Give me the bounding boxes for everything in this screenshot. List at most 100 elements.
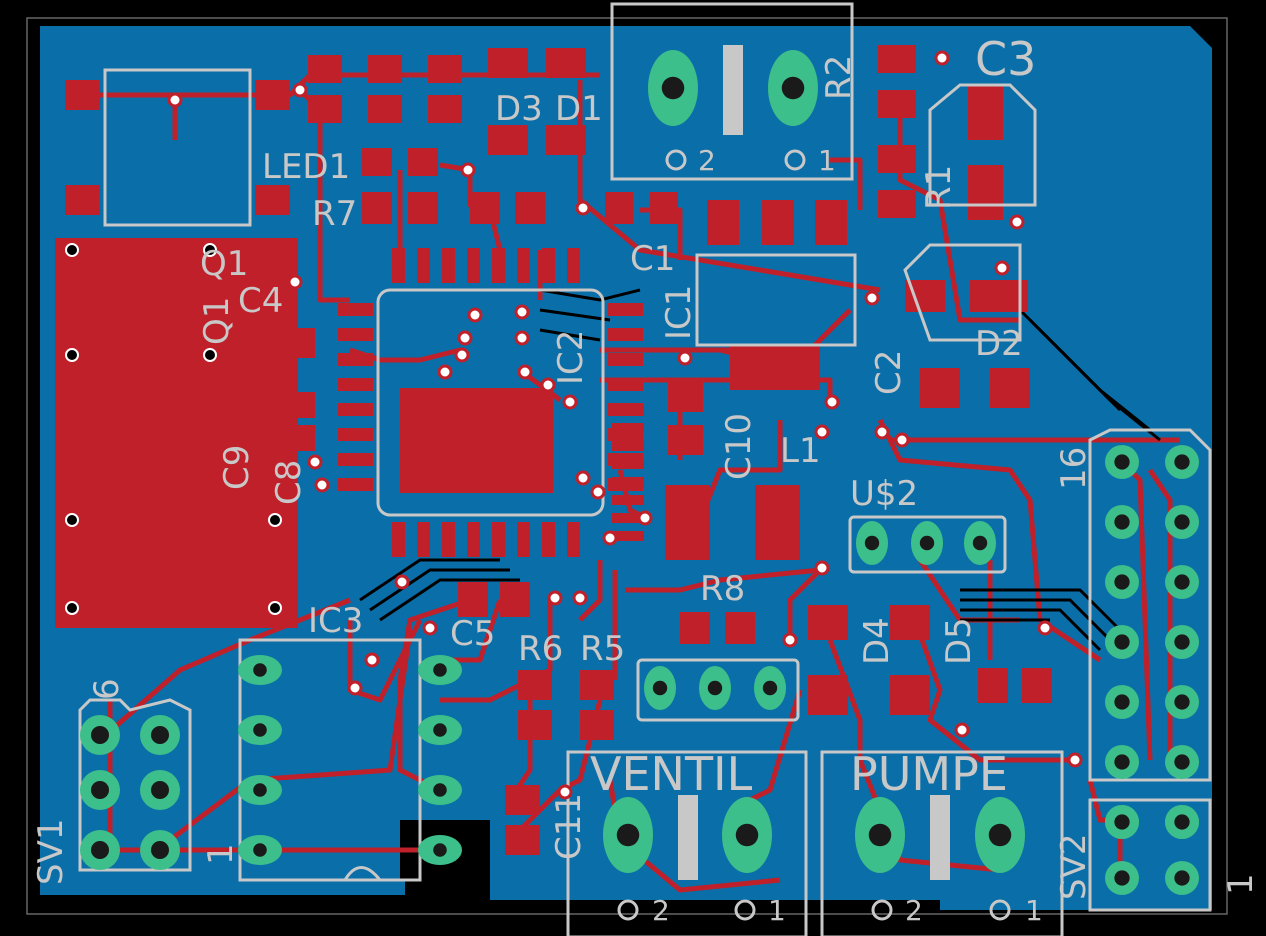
via <box>547 590 563 606</box>
qfp-pin <box>608 378 643 391</box>
qfp-pin <box>338 478 373 491</box>
drill-hole <box>735 823 759 847</box>
qfp-pin <box>338 428 373 441</box>
via <box>364 652 380 668</box>
via <box>514 330 530 346</box>
thru-hole-pads <box>65 45 1199 895</box>
terminal-pumpe-pin1: 1 <box>1025 894 1043 927</box>
soic-pin <box>612 495 644 505</box>
soic-pin <box>612 405 644 415</box>
silkscreen-outlines <box>78 2 1212 936</box>
drill-hole <box>864 535 880 551</box>
label-c10: C10 <box>719 413 759 480</box>
terminal-markers <box>617 149 1011 921</box>
drill-hole <box>433 843 447 857</box>
soic-pin <box>612 477 644 487</box>
via <box>1037 620 1053 636</box>
qfp-pin <box>338 303 373 316</box>
label-q1: Q1 <box>197 297 237 345</box>
via <box>677 350 693 366</box>
via <box>874 424 890 440</box>
via <box>590 484 606 500</box>
label-c1: C1 <box>630 239 675 279</box>
terminal-top-pin2: 2 <box>698 144 716 177</box>
drill-hole <box>1114 754 1130 770</box>
soic-pin <box>612 459 644 469</box>
label-r1: R1 <box>919 165 959 210</box>
drill-hole <box>1174 454 1190 470</box>
ic1-soic-pins <box>612 405 644 541</box>
label-ic1: IC1 <box>659 285 699 340</box>
via <box>457 330 473 346</box>
label-pin6: 6 <box>87 678 127 700</box>
label-d3: D3 <box>495 89 543 129</box>
via <box>562 394 578 410</box>
via <box>540 377 556 393</box>
drill-hole <box>91 781 109 799</box>
via <box>824 394 840 410</box>
via <box>454 347 470 363</box>
drill-hole <box>988 823 1012 847</box>
label-c8: C8 <box>269 460 309 505</box>
label-r7: R7 <box>312 194 357 234</box>
via <box>307 454 323 470</box>
mount-hole <box>65 348 79 362</box>
label-r2: R2 <box>819 55 859 100</box>
qfp-pin <box>338 403 373 416</box>
drill-hole <box>1114 454 1130 470</box>
smd-pads <box>65 45 1052 855</box>
label-ventil: VENTIL <box>590 747 753 801</box>
via <box>467 307 483 323</box>
label-c5: C5 <box>450 614 495 654</box>
label-pumpe: PUMPE <box>850 747 1008 801</box>
drill-hole <box>616 823 640 847</box>
soic-pin <box>612 531 644 541</box>
drill-hole <box>972 535 988 551</box>
via <box>1067 752 1083 768</box>
via <box>954 722 970 738</box>
drill-hole <box>661 76 685 100</box>
label-r5: R5 <box>580 629 625 669</box>
mount-hole <box>203 243 217 257</box>
drill-hole <box>781 76 805 100</box>
via <box>994 260 1010 276</box>
qfp-pin <box>442 248 455 283</box>
drill-hole <box>1114 694 1130 710</box>
label-led1: LED1 <box>262 147 350 187</box>
drill-hole <box>253 663 267 677</box>
label-c2: C2 <box>869 350 909 395</box>
via <box>782 632 798 648</box>
drill-hole <box>1114 514 1130 530</box>
mount-hole <box>65 513 79 527</box>
drill-hole <box>91 841 109 859</box>
drill-hole <box>433 783 447 797</box>
via <box>864 290 880 306</box>
label-c3: C3 <box>975 32 1036 86</box>
via <box>314 477 330 493</box>
qfp-pin <box>492 522 505 557</box>
label-u2: U$2 <box>850 474 918 514</box>
terminal-divider <box>930 795 950 880</box>
drill-hole <box>1174 694 1190 710</box>
qfp-pin <box>608 303 643 316</box>
mount-hole <box>268 601 282 615</box>
drill-hole <box>652 680 668 696</box>
via <box>572 590 588 606</box>
label-c11: C11 <box>549 793 589 860</box>
mount-hole <box>65 243 79 257</box>
label-pin1-sv1: 1 <box>201 843 241 865</box>
label-pin16: 16 <box>1054 447 1094 490</box>
drill-hole <box>1114 814 1130 830</box>
via <box>637 510 653 526</box>
qfp-pin <box>567 248 580 283</box>
qfp-pin <box>608 328 643 341</box>
drill-hole <box>253 723 267 737</box>
via <box>517 364 533 380</box>
via <box>460 162 476 178</box>
mount-hole <box>203 348 217 362</box>
label-c9: C9 <box>217 445 257 490</box>
label-d4: D4 <box>857 617 897 665</box>
label-r8: R8 <box>700 569 745 609</box>
via <box>894 432 910 448</box>
